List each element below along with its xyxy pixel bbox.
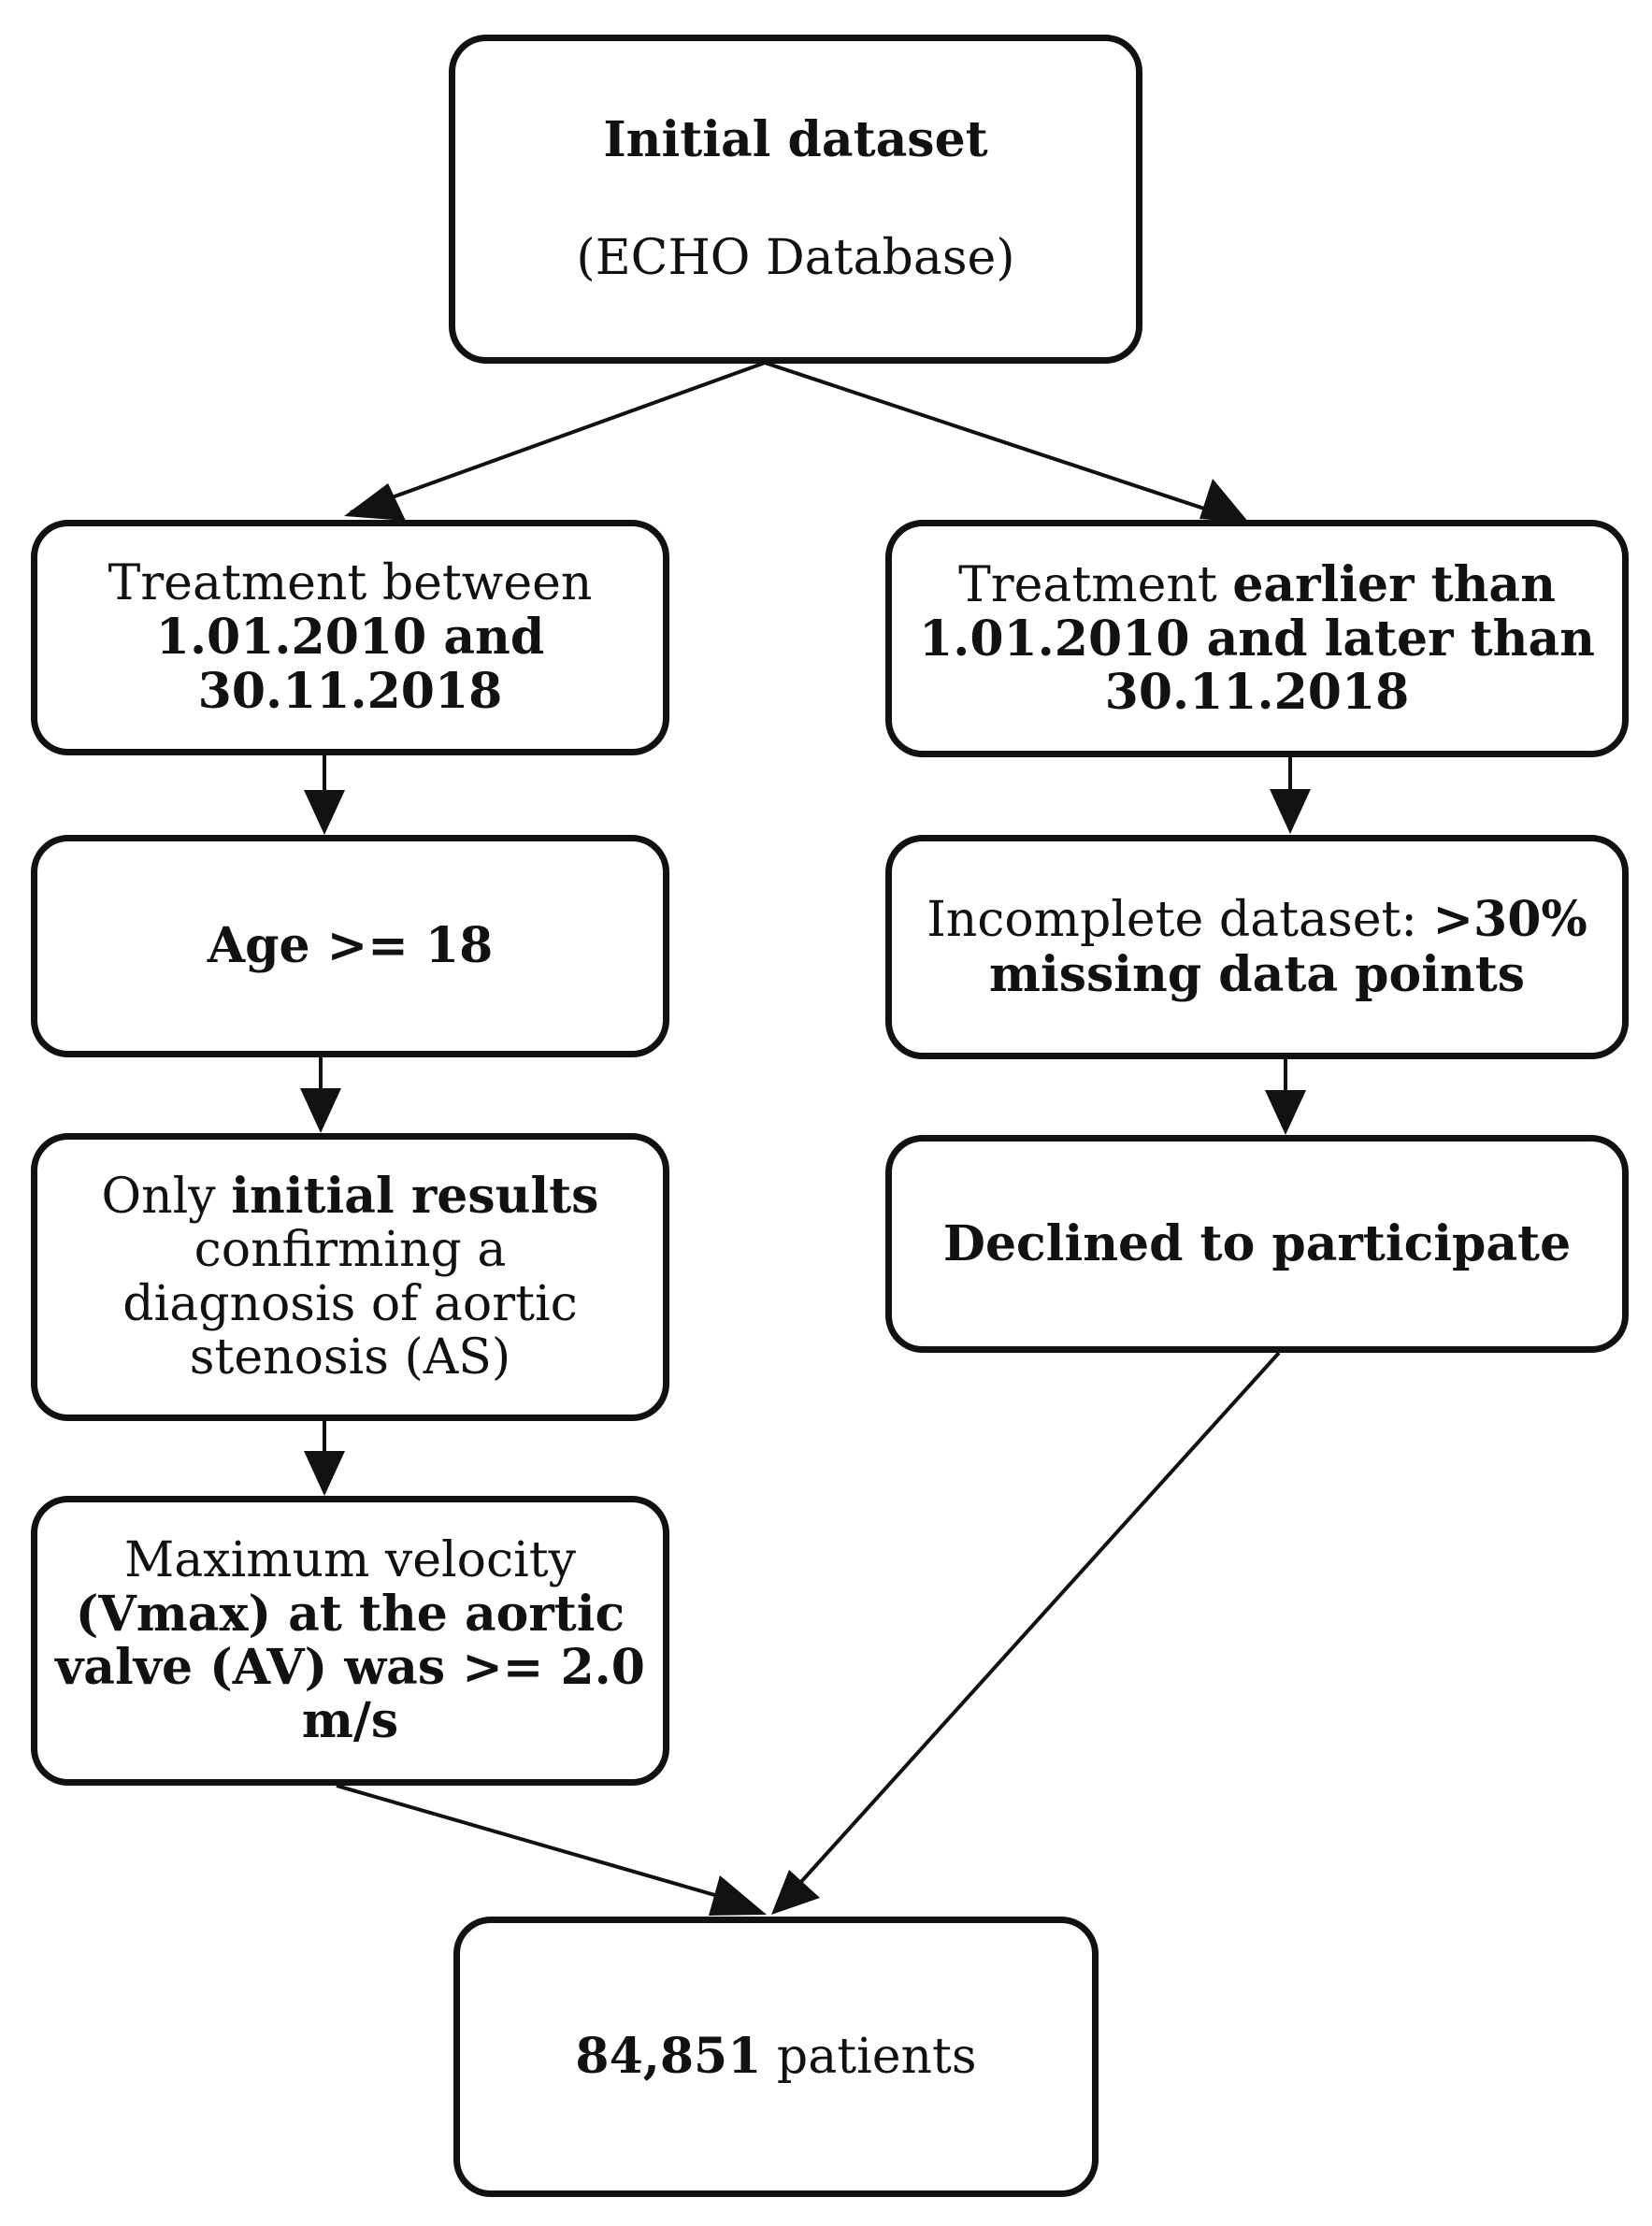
incomplete-prefix: Incomplete dataset: bbox=[927, 892, 1433, 949]
vmax-line1: Maximum velocity bbox=[124, 1531, 576, 1588]
initial-results-line3: diagnosis of aortic bbox=[122, 1275, 578, 1332]
result-box: 84,851 patients bbox=[453, 1917, 1099, 2197]
arrowhead-declined bbox=[1265, 1090, 1306, 1135]
vmax-line3: valve (AV) was >= 2.0 bbox=[55, 1639, 645, 1696]
initial-results-line1: Only initial results bbox=[102, 1170, 599, 1224]
arrow-initial-to-between bbox=[350, 361, 766, 514]
arrowhead-results bbox=[300, 1088, 341, 1133]
initial-results-line4: stenosis (AS) bbox=[189, 1328, 511, 1386]
treatment-outside-prefix: Treatment bbox=[958, 556, 1233, 613]
vmax-line2: (Vmax) at the aortic bbox=[75, 1585, 625, 1643]
treatment-outside-bold: earlier than bbox=[1232, 555, 1556, 613]
result-text: 84,851 patients bbox=[575, 2030, 976, 2084]
treatment-outside-box: Treatment earlier than 1.01.2010 and lat… bbox=[885, 520, 1629, 757]
arrowhead-vmax bbox=[304, 1451, 345, 1496]
vmax-line4: m/s bbox=[301, 1692, 399, 1750]
declined-text: Declined to participate bbox=[942, 1214, 1572, 1272]
incomplete-line1: Incomplete dataset: >30% bbox=[927, 893, 1587, 947]
arrowhead-outside bbox=[1199, 479, 1249, 523]
age-criterion: Age >= 18 bbox=[207, 917, 494, 975]
arrow-vmax-to-result bbox=[336, 1784, 725, 1900]
initial-results-line2: confirming a bbox=[194, 1222, 507, 1279]
arrow-initial-to-outside bbox=[764, 361, 1216, 514]
treatment-between-line3: 30.11.2018 bbox=[197, 662, 503, 720]
arrowhead-age bbox=[304, 790, 345, 835]
arrowhead-result-left bbox=[709, 1875, 767, 1916]
incomplete-dataset-box: Incomplete dataset: >30% missing data po… bbox=[885, 835, 1629, 1059]
treatment-outside-line1: Treatment earlier than bbox=[958, 558, 1556, 612]
initial-dataset-title: Initial dataset bbox=[603, 110, 988, 168]
arrowhead-between bbox=[344, 483, 406, 521]
arrowhead-incomplete bbox=[1270, 789, 1311, 834]
arrowhead-result-right bbox=[771, 1870, 820, 1915]
result-count: 84,851 bbox=[575, 2027, 762, 2085]
result-suffix: patients bbox=[761, 2028, 977, 2085]
treatment-between-line1: Treatment between bbox=[108, 555, 593, 612]
initial-results-bold: initial results bbox=[231, 1168, 599, 1226]
vmax-box: Maximum velocity (Vmax) at the aortic va… bbox=[31, 1496, 669, 1786]
initial-results-prefix: Only bbox=[101, 1169, 232, 1226]
initial-dataset-subtitle: (ECHO Database) bbox=[576, 230, 1015, 286]
arrow-declined-to-result bbox=[797, 1351, 1281, 1886]
age-box: Age >= 18 bbox=[31, 835, 669, 1057]
treatment-outside-line2: 1.01.2010 and later than bbox=[919, 610, 1595, 668]
treatment-between-line2: 1.01.2010 and bbox=[155, 609, 545, 667]
incomplete-line2: missing data points bbox=[988, 945, 1526, 1003]
treatment-outside-line3: 30.11.2018 bbox=[1104, 664, 1410, 722]
initial-results-box: Only initial results confirming a diagno… bbox=[31, 1133, 669, 1421]
incomplete-bold: >30% bbox=[1432, 891, 1587, 949]
initial-dataset-box: Initial dataset (ECHO Database) bbox=[449, 35, 1142, 364]
declined-box: Declined to participate bbox=[885, 1135, 1629, 1353]
treatment-between-box: Treatment between 1.01.2010 and 30.11.20… bbox=[31, 520, 669, 755]
